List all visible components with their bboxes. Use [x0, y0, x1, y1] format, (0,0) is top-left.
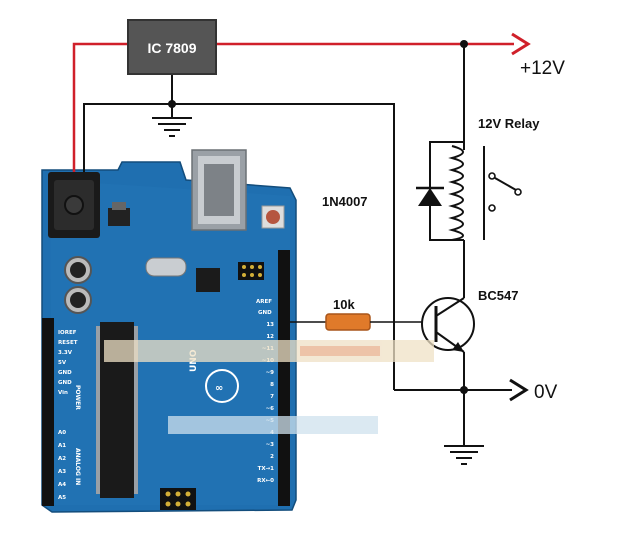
analog-pin-label-2: A2 [58, 456, 66, 462]
blurred-watermark [104, 340, 434, 434]
digital-pin-label-4: ~9 [266, 370, 275, 376]
svg-text:∞: ∞ [215, 383, 223, 394]
power-pin-label-3: 5V [58, 360, 67, 366]
reset-button [261, 205, 285, 229]
flyback-diode: 1N4007 [322, 186, 444, 209]
ground-arrow-icon [509, 378, 529, 402]
digital-pin-label-10: ~3 [266, 442, 275, 448]
resistor-label: 10k [333, 297, 355, 312]
digital-pin-label-11: 2 [270, 454, 274, 460]
usb-connector [191, 149, 247, 231]
power-pin-label-4: GND [58, 370, 72, 376]
power-pin-label-0: IOREF [58, 330, 77, 336]
power-pin-labels: IOREF RESET 3.3V 5V GND GND Vin [58, 330, 78, 396]
voltage-regulator: IC 7809 [127, 19, 217, 75]
digital-pin-label-13: RX←0 [257, 478, 274, 484]
digital-pin-label-6: 7 [270, 394, 274, 400]
analog-pin-label-0: A0 [58, 430, 66, 436]
gnd-pin-label: GND [258, 310, 272, 316]
relay-label: 12V Relay [478, 116, 540, 131]
usb-chip [196, 268, 220, 292]
transistor: BC547 [421, 288, 518, 353]
diode-label: 1N4007 [322, 194, 368, 209]
arduino-uno-board: ∞ UNO POWER ANALOG IN IOREFRESET3.3V5VGN… [41, 149, 297, 513]
ground-supply-label: 0V [534, 382, 558, 403]
dc-barrel-jack [48, 172, 100, 238]
crystal-oscillator [145, 257, 187, 277]
arduino-logo: ∞ [205, 369, 239, 403]
ground-wire [83, 44, 512, 446]
digital-pin-label-1: 12 [266, 334, 274, 340]
resistor: 10k [290, 297, 436, 331]
analog-pin-label-4: A4 [58, 482, 66, 488]
analog-section-label: ANALOG IN [74, 448, 81, 485]
junction-dot [460, 40, 468, 48]
aref-pin-label: AREF [256, 299, 272, 305]
power-pin-label-6: Vin [58, 390, 68, 396]
right-pin-header [278, 250, 290, 506]
analog-pin-label-3: A3 [58, 469, 66, 475]
digital-pin-label-5: 8 [270, 382, 274, 388]
transistor-label: BC547 [478, 288, 518, 303]
digital-pin-label-7: ~6 [266, 406, 275, 412]
left-pin-header [42, 318, 54, 506]
power-pin-label-5: GND [58, 380, 72, 386]
regulator-label: IC 7809 [147, 40, 196, 56]
junction-dot [168, 100, 176, 108]
digital-pin-label-0: 13 [266, 322, 274, 328]
positive-arrow-icon [511, 32, 531, 56]
junction-dot [460, 386, 468, 394]
icsp-header-bottom [160, 488, 196, 510]
power-section-label: POWER [74, 385, 81, 410]
digital-pin-label-12: TX→1 [258, 466, 275, 472]
board-regulator [108, 208, 130, 226]
analog-pin-label-1: A1 [58, 443, 66, 449]
capacitor-1 [64, 256, 92, 284]
icsp-header-top [238, 262, 264, 280]
power-pin-label-2: 3.3V [58, 350, 73, 356]
capacitor-2 [64, 286, 92, 314]
relay: 12V Relay [429, 116, 540, 260]
positive-supply-label: +12V [520, 58, 565, 79]
ground-symbol-icon [152, 117, 192, 137]
ground-symbol-icon [444, 445, 484, 465]
analog-pin-label-5: A5 [58, 495, 66, 501]
power-pin-label-1: RESET [58, 340, 78, 346]
